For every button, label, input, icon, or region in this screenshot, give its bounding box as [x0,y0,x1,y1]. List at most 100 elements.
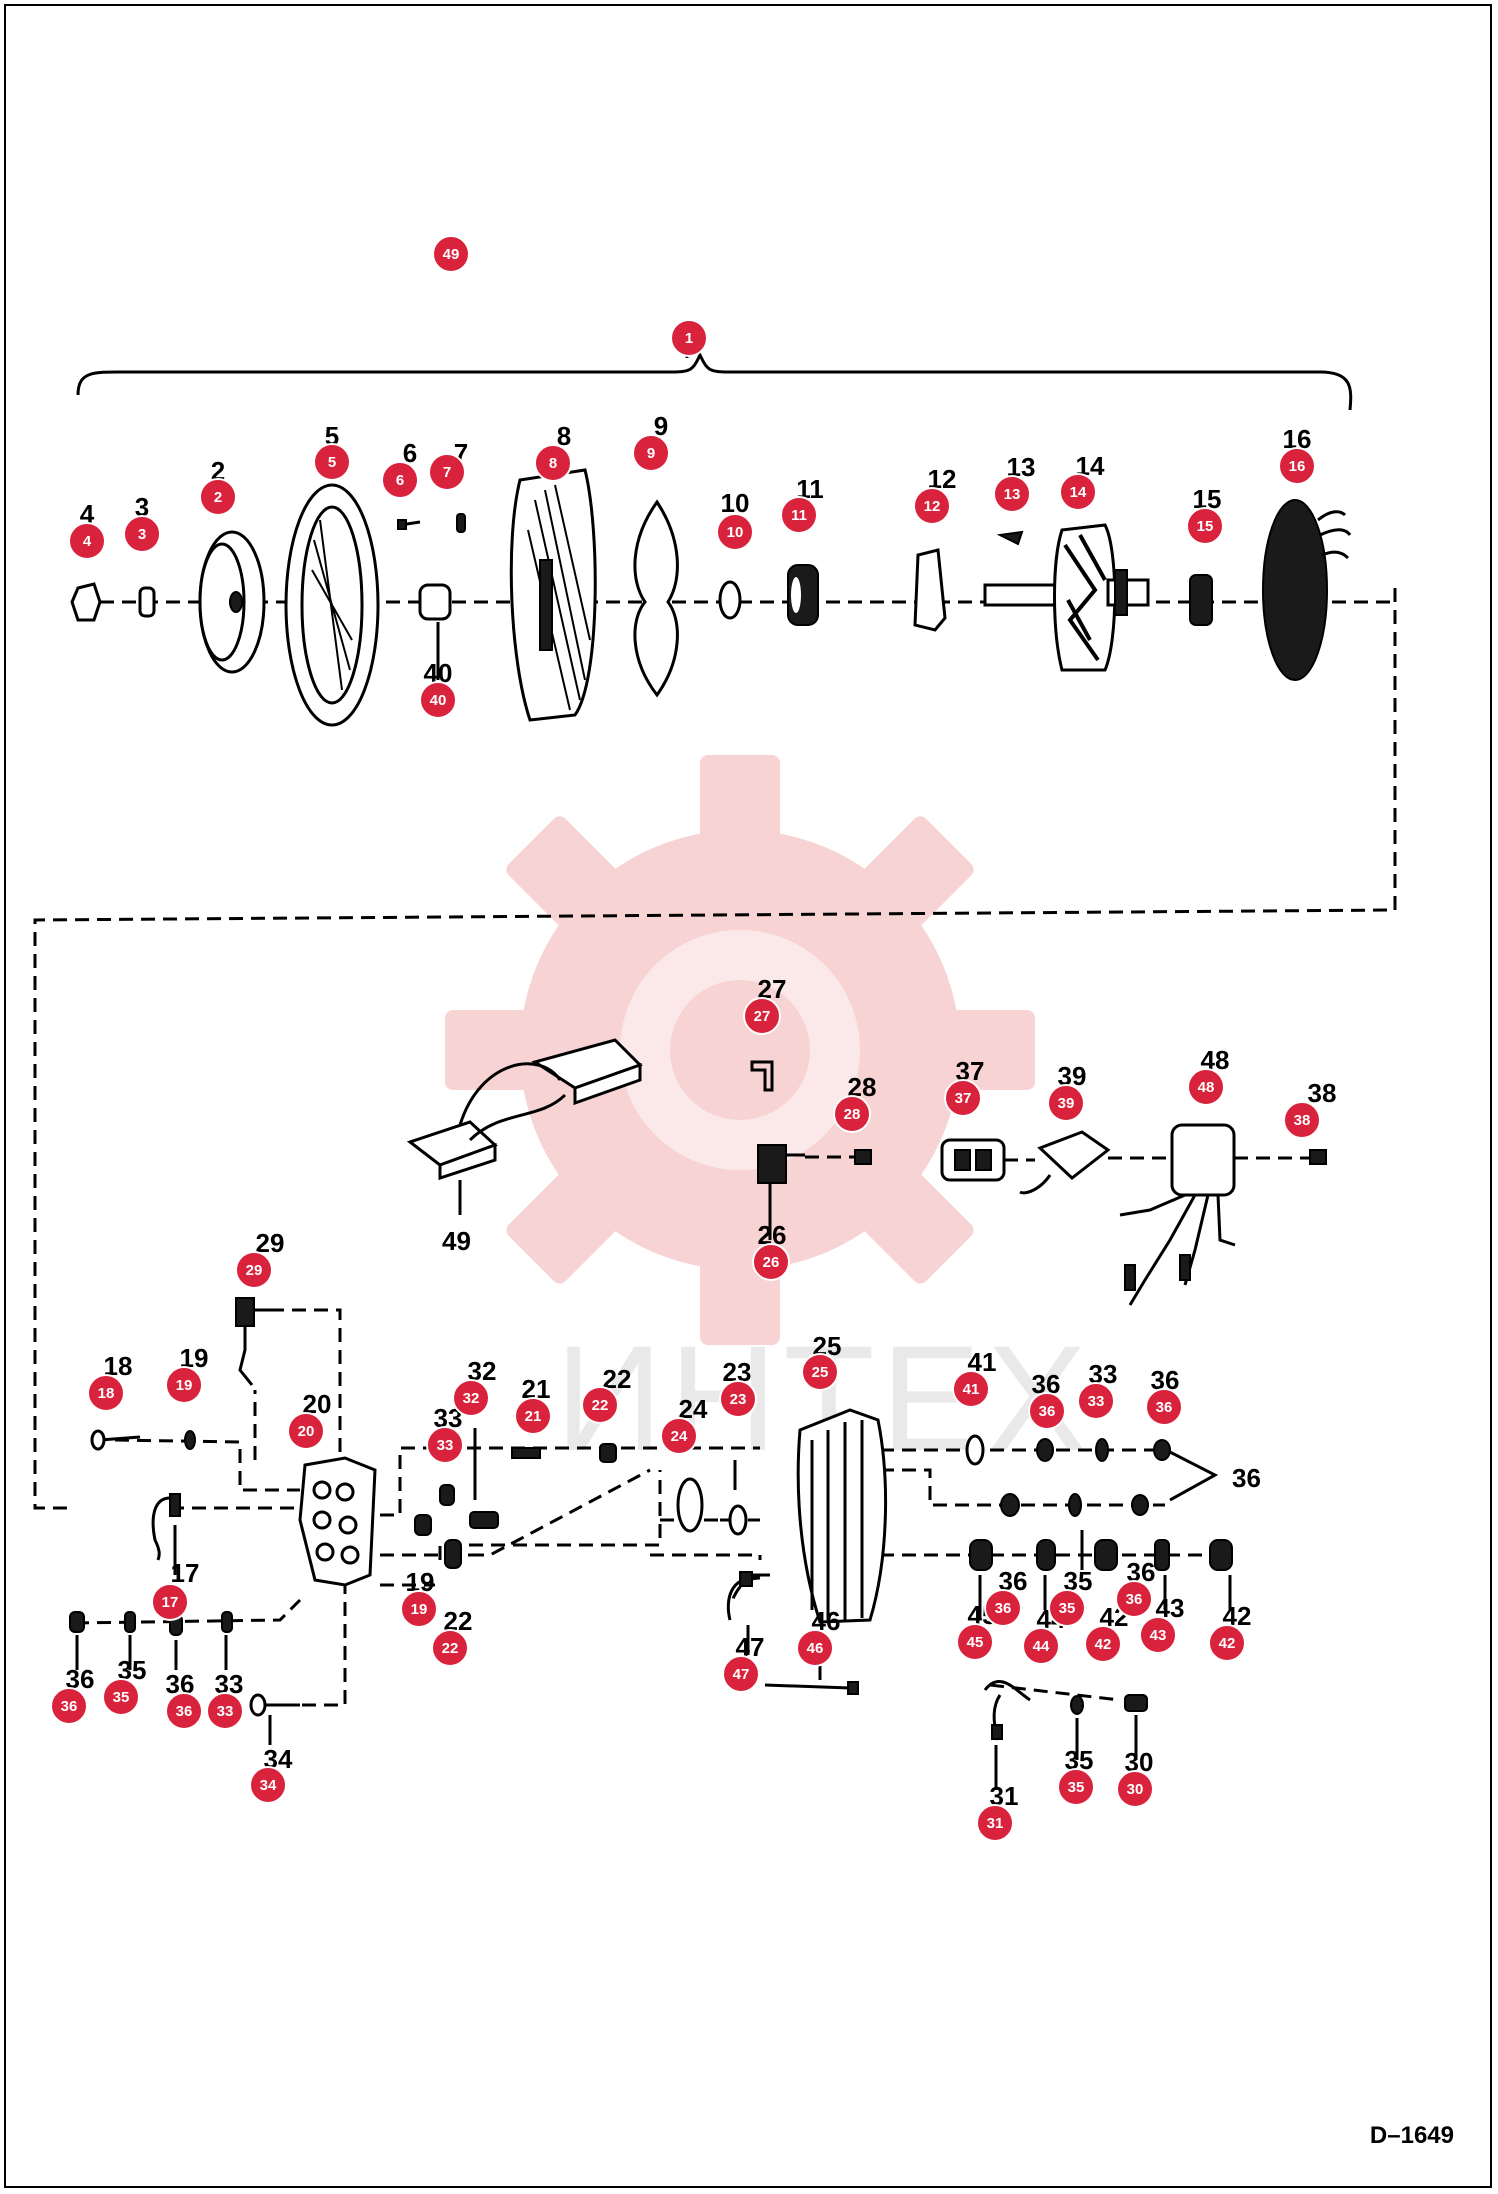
washer-part [965,1434,985,1466]
callout-badge-19-washer: 19 [165,1366,203,1404]
callout-badge-31-lead: 31 [976,1804,1014,1842]
callout-label: 4 [83,533,92,550]
bolt-part [764,1681,859,1695]
lead-part [151,1493,181,1575]
callout-label: 16 [1289,458,1306,475]
screw-part [90,1429,141,1451]
lead-part [983,1679,1031,1790]
callout-label: 36 [1156,1399,1173,1416]
bolt-part [469,1428,499,1529]
lead-part [726,1571,761,1655]
callout-badge-33-washer: 33 [206,1692,244,1730]
callout-badge-17-lead: 17 [151,1583,189,1621]
callout-badge-21-stud: 21 [514,1397,552,1435]
callout-label: 36 [1126,1591,1143,1608]
arrow-marker [1169,1450,1219,1502]
callout-badge-42-insulator: 42 [1084,1625,1122,1663]
callout-label: 33 [437,1437,454,1454]
callout-badge-42-insulator: 42 [1208,1624,1246,1662]
callout-badge-35-washer: 35 [1048,1589,1086,1627]
callout-label: 22 [592,1397,609,1414]
callout-badge-19-washer: 19 [400,1590,438,1628]
callout-label: 45 [967,1634,984,1651]
callout-badge-40-spacer: 40 [419,681,457,719]
dash-line [650,1553,762,1560]
callout-badge-45-nut: 45 [956,1623,994,1661]
brush-kit-part [406,1038,643,1181]
callout-badge-35-washer: 35 [102,1678,140,1716]
callout-badge-15-bearing: 15 [1186,507,1224,545]
insulator-part [1094,1539,1118,1571]
washer-part [1154,1539,1170,1571]
bushing-part [728,1504,748,1536]
retainer-plate-part [913,548,947,632]
callout-badge-48-brush-holder: 48 [1187,1068,1225,1106]
callout-badge-24-o-ring: 24 [660,1417,698,1455]
callout-label: 17 [162,1594,179,1611]
callout-label: 1 [685,330,693,347]
callout-label: 7 [443,464,451,481]
callout-label: 44 [1033,1638,1050,1655]
callout-badge-30-bolt: 30 [1116,1770,1154,1808]
callout-label: 46 [807,1640,824,1657]
callout-badge-34-bolt: 34 [249,1766,287,1804]
callout-badge-7-retainer: 7 [428,453,466,491]
nut-part [69,1611,85,1633]
insulator-part [940,1138,1006,1182]
pulley-part [198,530,266,674]
washer-part [439,1484,455,1506]
terminal-part [757,1144,805,1240]
nut-part [969,1539,993,1571]
callout-badge-43-washer: 43 [1139,1616,1177,1654]
spacer-part [418,583,452,621]
callout-label: 30 [1127,1781,1144,1798]
callout-label: 39 [1058,1095,1075,1112]
screw-part [854,1149,872,1165]
callout-label: 42 [1095,1636,1112,1653]
drive-end-frame-part [509,468,597,722]
lock-washer-part [138,586,156,618]
callout-badge-46-bolt: 46 [796,1629,834,1667]
callout-badge-22-insulator: 22 [581,1386,619,1424]
callout-label: 20 [298,1423,315,1440]
printed-part-number: 6 [403,438,417,468]
dash-line [253,1308,342,1480]
arrow-reference-caption: 36 [1232,1463,1261,1493]
page-frame [4,4,1492,2188]
callout-badge-33-washer: 33 [1077,1382,1115,1420]
callout-label: 31 [987,1815,1004,1832]
callout-badge-36-nut: 36 [1115,1580,1153,1618]
callout-label: 10 [727,524,744,541]
callout-label: 29 [246,1262,263,1279]
callout-badge-22-insulator: 22 [431,1629,469,1667]
washer-part [718,580,742,620]
callout-label: 35 [1068,1779,1085,1796]
callout-label: 35 [113,1689,130,1706]
insulator-part [1209,1539,1233,1571]
dash-line [438,1470,662,1560]
continuation-line [33,588,1397,1510]
callout-label: 9 [647,445,655,462]
slip-ring-end-frame-part [796,1408,888,1624]
callout-badge-5-fan: 5 [313,443,351,481]
callout-label: 15 [1197,518,1214,535]
callout-badge-8-drive-end-frame: 8 [534,444,572,482]
callout-label: 5 [328,454,336,471]
callout-label: 8 [549,455,557,472]
washer-part [124,1611,136,1633]
dash-line [280,1560,347,1707]
callout-badge-28-screw: 28 [833,1095,871,1133]
callout-label: 48 [1198,1079,1215,1096]
callout-label: 21 [525,1408,542,1425]
washer-part [1068,1493,1082,1517]
callout-badge-3-lock-washer: 3 [123,515,161,553]
callout-label: 19 [176,1377,193,1394]
callout-label: 19 [411,1601,428,1618]
watermark-gear-logo [445,755,1035,1345]
assembly-brace [76,351,1353,411]
bearing-part [787,564,819,626]
callout-badge-10-washer: 10 [716,513,754,551]
callout-label: 36 [995,1600,1012,1617]
callout-label: 43 [1150,1627,1167,1644]
brush-holder-part [1119,1123,1236,1306]
